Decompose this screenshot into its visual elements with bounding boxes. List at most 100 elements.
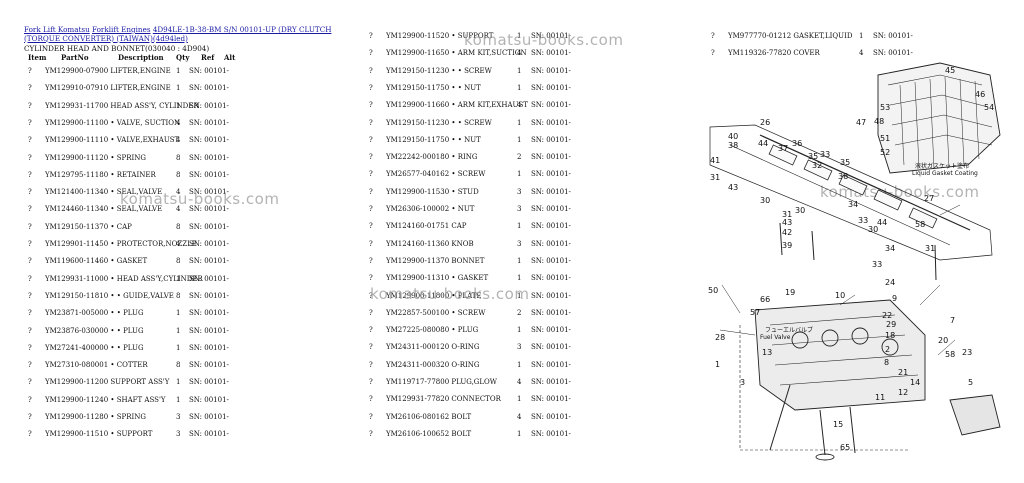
part-quantity: 1 [517, 429, 522, 438]
part-item-number: ? [369, 32, 373, 40]
breadcrumb-link-engines[interactable]: Forklift Engines [92, 25, 151, 34]
part-callout-number: 52 [880, 148, 890, 157]
part-item-number: ? [28, 291, 32, 300]
part-number-description: YM119600-11460 • GASKET [45, 257, 148, 266]
part-callout-number: 30 [795, 206, 805, 215]
gasket-tube-shape [949, 394, 1001, 436]
part-quantity: 4 [859, 49, 864, 58]
part-item-number: ? [28, 188, 32, 197]
part-callout-number: 14 [910, 378, 920, 387]
part-callout-number: 13 [762, 348, 772, 357]
part-serial-range: SN: 00101- [189, 67, 229, 75]
part-item-number: ? [369, 395, 373, 404]
part-quantity: 8 [176, 222, 181, 231]
part-item-number: ? [28, 67, 32, 75]
part-callout-number: 36 [792, 139, 802, 148]
part-callout-number: 43 [782, 218, 792, 227]
part-item-number: ? [369, 222, 373, 231]
part-item-number: ? [28, 170, 32, 179]
part-item-number: ? [28, 257, 32, 266]
part-callout-number: 47 [856, 118, 866, 127]
part-item-number: ? [369, 412, 373, 421]
part-quantity: 1 [517, 170, 522, 179]
part-number-description: YM22857-500100 • SCREW [386, 308, 486, 317]
part-serial-range: SN: 00101- [531, 205, 571, 213]
part-number-description: YM129150-11810 • • GUIDE,VALVE [45, 291, 174, 300]
part-quantity: 4 [176, 205, 181, 214]
part-number-description: YM977770-01212 GASKET,LIQUID [728, 32, 853, 40]
part-item-number: ? [369, 291, 373, 300]
part-quantity: 4 [176, 136, 181, 145]
part-item-number: ? [28, 153, 32, 162]
part-item-number: ? [369, 101, 373, 110]
part-callout-number: 41 [710, 156, 720, 165]
part-callout-number: 44 [877, 218, 887, 227]
part-item-number: ? [28, 361, 32, 370]
header-ref: Ref [201, 53, 215, 62]
part-number-description: YM129900-11510 • SUPPORT [45, 430, 153, 439]
part-item-number: ? [369, 66, 373, 75]
part-serial-range: SN: 00101- [189, 101, 229, 110]
part-callout-number: 3 [740, 378, 745, 387]
part-quantity: 3 [517, 205, 522, 213]
part-quantity: 1 [176, 378, 181, 387]
part-number-description: YM129150-11750 • • NUT [386, 83, 481, 92]
part-callout-number: 10 [835, 291, 845, 300]
part-serial-range: SN: 00101- [189, 170, 229, 179]
part-quantity: 1 [176, 343, 181, 352]
part-callout-number: 8 [884, 358, 889, 367]
part-number-description: YM129900-11800 • PLATE [386, 291, 482, 300]
section-title: CYLINDER HEAD AND BONNET(030040 : 4D904) [24, 44, 210, 53]
part-serial-range: SN: 00101- [531, 308, 571, 317]
bonnet-shape [877, 62, 1001, 174]
part-quantity: 1 [176, 326, 181, 335]
part-callout-number: 51 [880, 134, 890, 143]
part-callout-number: 27 [924, 194, 934, 203]
part-item-number: ? [369, 153, 373, 162]
part-item-number: ? [28, 136, 32, 145]
part-serial-range: SN: 00101- [189, 430, 229, 439]
part-number-description: YM26306-100002 • NUT [386, 205, 475, 213]
breadcrumb-link-model[interactable]: 4D94LE-1B-38-BM S/N 00101-UP (DRY CLUTCH… [24, 25, 332, 43]
cylinder-head-shape [754, 299, 926, 411]
part-item-number: ? [369, 256, 373, 265]
watermark: komatsu-books.com [464, 31, 624, 49]
part-quantity: 1 [176, 84, 181, 93]
part-number-description: YM26106-080162 BOLT [386, 412, 472, 421]
part-callout-number: 50 [708, 286, 718, 295]
part-serial-range: SN: 00101- [531, 135, 571, 144]
part-item-number: ? [28, 326, 32, 335]
header-partno: PartNo [61, 53, 89, 62]
breadcrumb-link-forklift[interactable]: Fork Lift Komatsu [24, 25, 90, 34]
part-callout-number: 31 [782, 210, 792, 219]
part-number-description: YM129900-11310 • GASKET [386, 274, 489, 283]
liquid-gasket-label-jp: 液状ガスケット塗布 [915, 162, 969, 170]
part-quantity: 3 [176, 413, 181, 421]
part-item-number: ? [369, 274, 373, 283]
part-number-description: YM24311-000320 O-RING [386, 360, 480, 369]
liquid-gasket-label: Liquid Gasket Coating [912, 170, 978, 177]
part-quantity: 4 [176, 188, 181, 197]
part-number-description: YM124160-01751 CAP [386, 222, 467, 231]
part-item-number: ? [369, 170, 373, 179]
part-quantity: 2 [517, 308, 522, 317]
part-item-number: ? [28, 222, 32, 231]
part-item-number: ? [369, 378, 373, 386]
part-callout-number: 20 [938, 336, 948, 345]
part-callout-number: 18 [885, 331, 895, 340]
part-number-description: YM129901-11450 • PROTECTOR,NOZZLE [45, 240, 197, 248]
part-quantity: 4 [176, 118, 181, 127]
part-number-description: YM121400-11340 • SEAL,VALVE [45, 188, 163, 197]
part-callout-number: 31 [710, 173, 720, 182]
part-quantity: 3 [517, 239, 522, 248]
part-item-number: ? [28, 84, 32, 93]
part-serial-range: SN: 00101- [189, 240, 229, 248]
part-callout-number: 65 [840, 443, 850, 452]
part-serial-range: SN: 00101- [531, 395, 571, 404]
part-callout-number: 28 [715, 333, 725, 342]
part-serial-range: SN: 00101- [531, 429, 571, 438]
rocker-arm-shape [803, 159, 833, 181]
part-number-description: YM129150-11750 • • NUT [386, 135, 481, 144]
part-callout-number: 66 [760, 295, 770, 304]
